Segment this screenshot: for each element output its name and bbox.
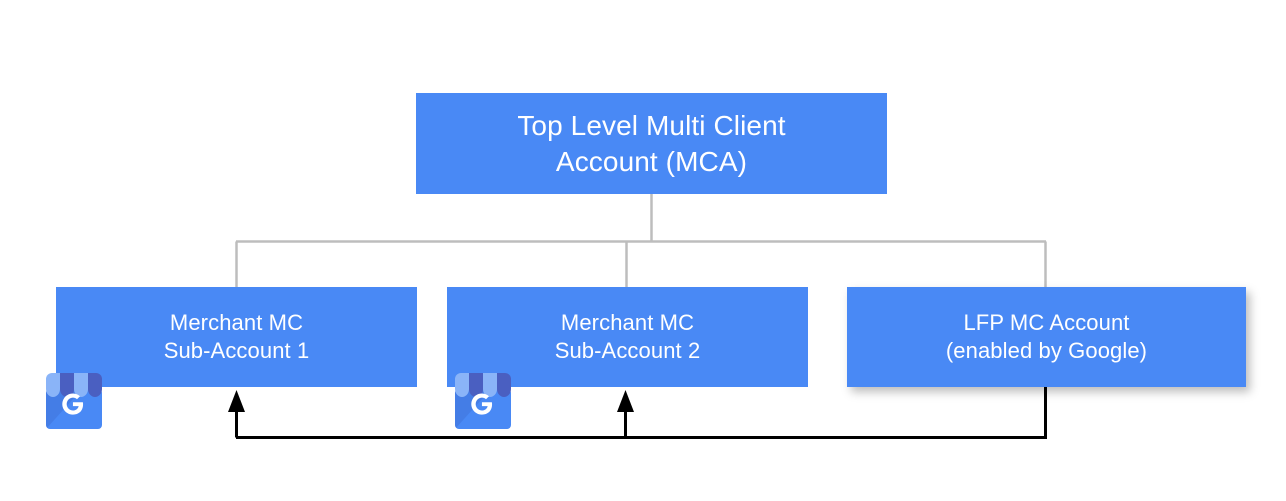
node-label-sub1: Merchant MC Sub-Account 1 (163, 309, 310, 363)
tree-connectors-gray (235, 194, 1047, 288)
node-label-mca: Top Level Multi Client Account (MCA) (517, 109, 786, 177)
node-merchant-mc-sub-account-2[interactable]: Merchant MC Sub-Account 2 (447, 287, 808, 387)
arrowhead-to-sub1 (228, 390, 245, 412)
feedback-arrowheads (228, 390, 634, 412)
node-label-sub2: Merchant MC Sub-Account 2 (554, 309, 701, 363)
feedback-connectors-black (235, 387, 1047, 439)
arrowhead-to-sub2 (617, 390, 634, 412)
gmb-letter-g (471, 393, 493, 415)
gmb-letter-g (62, 393, 84, 415)
node-top-level-mca[interactable]: Top Level Multi Client Account (MCA) (416, 93, 887, 194)
node-merchant-mc-sub-account-1[interactable]: Merchant MC Sub-Account 1 (56, 287, 417, 387)
node-label-lfp: LFP MC Account (enabled by Google) (945, 309, 1148, 363)
node-lfp-mc-account[interactable]: LFP MC Account (enabled by Google) (847, 287, 1246, 387)
